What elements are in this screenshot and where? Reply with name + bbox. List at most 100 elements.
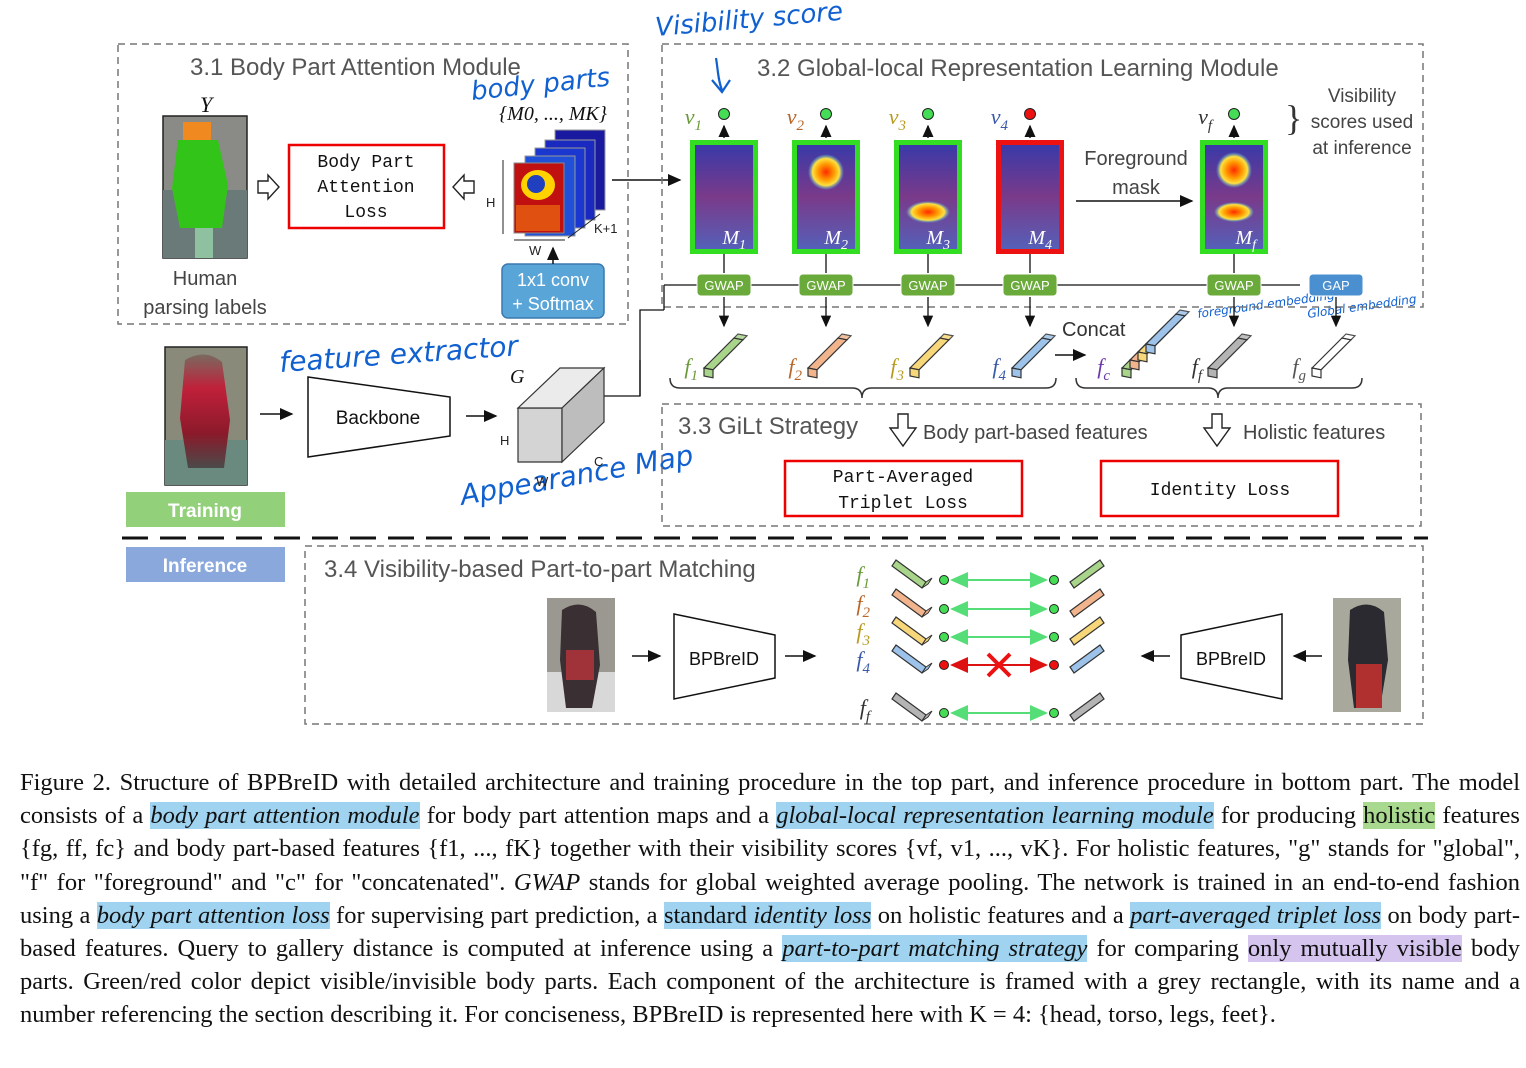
map-label-m2: M2 — [823, 227, 848, 253]
caption-text-5: stands for global weighted average pooli… — [20, 868, 1520, 929]
backbone-trapezoid — [307, 376, 451, 458]
triplet-loss-line1: Part-Averaged — [833, 468, 973, 488]
feature-label-f4: f4 — [992, 354, 1006, 384]
score-label-v3: v3 — [889, 104, 906, 134]
feature-label-fg: fg — [1292, 354, 1306, 384]
gallery-dot-f3 — [1049, 632, 1059, 642]
holistic-features-brace — [1075, 377, 1363, 399]
score-label-vf: vf — [1198, 104, 1214, 134]
bpa-loss-line2: Attention — [317, 178, 414, 198]
inference-label: Inference — [163, 556, 247, 577]
caption-text-3: for producing — [1213, 802, 1364, 830]
query-bar-ff — [891, 692, 927, 722]
feature-bar-f4 — [1010, 333, 1057, 379]
match-row-f4: f4 — [856, 644, 1105, 678]
handwritten-arrow-visibility — [711, 57, 731, 94]
score-label-v1: v1 — [685, 104, 702, 134]
brace-right: } — [1285, 98, 1302, 138]
feature-bar-f3 — [908, 333, 955, 379]
visibility-note-line1: Visibility — [1328, 86, 1397, 107]
handwritten-feature-extractor: feature extractor — [278, 329, 520, 379]
score-label-v2: v2 — [787, 104, 805, 134]
query-dot-f1 — [939, 575, 949, 585]
caption-highlight-bpa-loss: body part attention loss — [96, 901, 330, 929]
bpa-loss-line3: Loss — [344, 203, 387, 223]
gallery-bar-ff — [1069, 692, 1105, 722]
heatmap-m4 — [1001, 145, 1059, 249]
figure-caption: Figure 2. Structure of BPBreID with deta… — [20, 766, 1520, 1032]
human-parsing-labels-line2: parsing labels — [143, 297, 266, 319]
visibility-note-line2: scores used — [1311, 112, 1413, 133]
foreground-mask-line2: mask — [1112, 177, 1161, 199]
gallery-bar-f1 — [1069, 559, 1105, 589]
hollow-arrow-down-part — [888, 413, 918, 448]
feature-bar-fc — [1120, 309, 1191, 379]
caption-highlight-identity-loss: identity loss — [753, 901, 872, 929]
query-dot-ff — [939, 708, 949, 718]
module-3-2-frame — [661, 43, 1424, 308]
concat-label: Concat — [1062, 319, 1126, 341]
match-label-f1: f1 — [856, 562, 870, 592]
match-label-f2: f2 — [856, 591, 870, 621]
caption-highlight-mutually-visible: only mutually visible — [1247, 935, 1462, 963]
training-badge — [126, 492, 285, 527]
hollow-arrow-left — [452, 173, 475, 201]
caption-text-8: on body part-based features. Query to ga… — [20, 901, 1521, 963]
visibility-dot-v2 — [820, 108, 832, 120]
heatmap-m1 — [695, 145, 753, 249]
heatmap-m3 — [899, 145, 957, 249]
caption-text-6: for supervising part prediction, a — [329, 901, 664, 929]
feature-label-f1: f1 — [684, 354, 698, 384]
module-3-2-title: 3.2 Global-local Representation Learning… — [757, 55, 1279, 82]
gwap-box-5: GWAP — [1206, 254, 1262, 328]
gallery-model-label: BPBreID — [1196, 649, 1266, 669]
module-3-3-title: 3.3 GiLt Strategy — [678, 413, 858, 440]
gwap-box-1: GWAP — [696, 254, 752, 328]
gallery-bar-f4 — [1069, 644, 1105, 674]
dim-k-line — [567, 213, 601, 239]
architecture-diagram: 3.1 Body Part Attention Module Y Human p… — [117, 0, 1428, 725]
feature-label-f3: f3 — [890, 354, 904, 384]
caption-highlight-matching: part-to-part matching strategy — [782, 935, 1088, 963]
caption-text-2: for body part attention maps and a — [419, 802, 777, 830]
hollow-arrow-down-holistic — [1202, 413, 1232, 448]
feature-bar-fg — [1310, 333, 1357, 379]
svg-text:GWAP: GWAP — [908, 278, 947, 293]
visibility-dot-v4 — [1024, 108, 1036, 120]
appearance-to-module32-line — [604, 309, 664, 397]
query-dot-f3 — [939, 632, 949, 642]
fc-segment-4 — [1144, 309, 1191, 355]
tensor-label: G — [510, 366, 525, 388]
gallery-model-trapezoid — [1180, 613, 1283, 700]
identity-loss-label: Identity Loss — [1150, 481, 1290, 501]
gallery-bar-f3 — [1069, 616, 1105, 646]
parsing-label-image — [162, 115, 248, 259]
gallery-person-image — [1333, 598, 1401, 712]
holistic-features-label: Holistic features — [1243, 422, 1385, 444]
gallery-dot-f2 — [1049, 604, 1059, 614]
module-3-1-title: 3.1 Body Part Attention Module — [190, 54, 521, 81]
caption-text-1: Figure 2. Structure of BPBreID with deta… — [20, 769, 1520, 830]
backbone-label: Backbone — [336, 408, 421, 429]
match-label-f3: f3 — [856, 619, 870, 649]
mismatch-cross-b — [986, 652, 1012, 678]
svg-text:GWAP: GWAP — [704, 278, 743, 293]
query-model-label: BPBreID — [689, 649, 759, 669]
tensor-dim-h: H — [500, 433, 509, 448]
inference-badge — [126, 547, 285, 582]
gwap-box-4: GWAP — [1002, 254, 1058, 328]
gap-box: GAP — [1308, 273, 1364, 328]
attention-maps-stack — [513, 129, 606, 237]
gallery-dot-f1 — [1049, 575, 1059, 585]
map-label-mf: Mf — [1234, 227, 1258, 253]
visibility-dot-vf — [1228, 108, 1240, 120]
query-dot-f2 — [939, 604, 949, 614]
caption-text-4: features {fg, ff, fc} and body part-base… — [20, 802, 1520, 896]
module-3-3-frame — [661, 403, 1422, 527]
